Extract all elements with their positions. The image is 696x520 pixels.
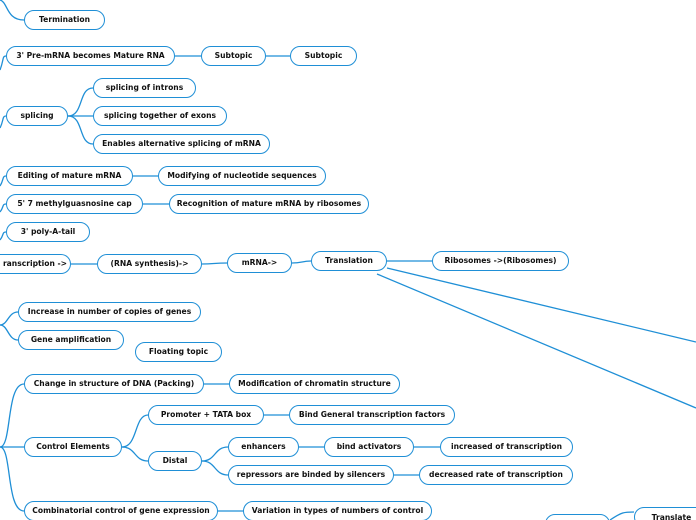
link-into-pre-mrna	[0, 55, 7, 71]
link-distal-enhancers	[201, 446, 229, 462]
node-alt-splicing[interactable]: Enables alternative splicing of mRNA	[93, 134, 270, 154]
link-translate-partial	[609, 511, 635, 520]
node-translate[interactable]: Translate	[634, 507, 696, 520]
node-translation[interactable]: Translation	[311, 251, 387, 271]
node-repressors[interactable]: repressors are binded by silencers	[228, 465, 394, 485]
node-control-elements[interactable]: Control Elements	[24, 437, 122, 457]
node-subtopic-1[interactable]: Subtopic	[201, 46, 266, 66]
link-rna-mrna	[201, 262, 228, 265]
link-splicing-introns	[67, 87, 94, 117]
link-translation-right-1	[386, 267, 696, 343]
link-into-editing	[0, 175, 7, 187]
node-mrna[interactable]: mRNA->	[227, 253, 292, 273]
node-recognition-ribosomes[interactable]: Recognition of mature mRNA by ribosomes	[169, 194, 369, 214]
node-modifying-nucleotide[interactable]: Modifying of nucleotide sequences	[158, 166, 326, 186]
node-general-tf[interactable]: Bind General transcription factors	[289, 405, 455, 425]
link-into-combinatorial	[0, 446, 25, 512]
node-enhancers[interactable]: enhancers	[228, 437, 299, 457]
link-into-amplification	[0, 324, 19, 341]
link-translation-right-2	[376, 273, 696, 409]
node-floating-topic[interactable]: Floating topic	[135, 342, 222, 362]
node-distal[interactable]: Distal	[148, 451, 202, 471]
link-into-polya	[0, 231, 7, 241]
link-into-packing	[0, 383, 25, 448]
node-partial-bottom[interactable]	[545, 514, 610, 520]
node-methylguanosine-cap[interactable]: 5' 7 methylguasnosine cap	[6, 194, 143, 214]
node-rna-synthesis[interactable]: (RNA synthesis)->	[97, 254, 202, 274]
node-increase-copies[interactable]: Increase in number of copies of genes	[18, 302, 201, 322]
node-transcription[interactable]: ranscription ->	[0, 254, 71, 274]
node-splicing[interactable]: splicing	[6, 106, 68, 126]
node-decreased-rate[interactable]: decreased rate of transcription	[419, 465, 573, 485]
node-chromatin[interactable]: Modification of chromatin structure	[229, 374, 400, 394]
link-into-termination	[0, 0, 25, 21]
link-splicing-alt	[67, 115, 94, 145]
node-pre-mrna-mature[interactable]: 3' Pre-mRNA becomes Mature RNA	[6, 46, 175, 66]
link-into-splicing	[0, 115, 7, 129]
node-gene-amplification[interactable]: Gene amplification	[18, 330, 124, 350]
node-bind-activators[interactable]: bind activators	[324, 437, 414, 457]
node-variation[interactable]: Variation in types of numbers of control	[243, 501, 432, 520]
node-combinatorial[interactable]: Combinatorial control of gene expression	[24, 501, 218, 520]
node-dna-packing[interactable]: Change in structure of DNA (Packing)	[24, 374, 204, 394]
node-promoter-tata[interactable]: Promoter + TATA box	[148, 405, 264, 425]
link-into-increase	[0, 311, 19, 326]
node-poly-a-tail[interactable]: 3' poly-A-tail	[6, 222, 90, 242]
node-splicing-introns[interactable]: splicing of introns	[93, 78, 196, 98]
link-mrna-translation	[291, 260, 312, 264]
link-control-distal	[121, 446, 149, 462]
link-into-cap	[0, 203, 7, 213]
node-splicing-exons[interactable]: splicing together of exons	[93, 106, 227, 126]
node-subtopic-2[interactable]: Subtopic	[290, 46, 357, 66]
node-ribosomes[interactable]: Ribosomes ->(Ribosomes)	[432, 251, 569, 271]
node-increased-transcription[interactable]: increased of transcription	[440, 437, 573, 457]
link-distal-repressors	[201, 460, 229, 476]
node-termination[interactable]: Termination	[24, 10, 105, 30]
link-control-promoter	[121, 414, 149, 448]
node-editing-mrna[interactable]: Editing of mature mRNA	[6, 166, 133, 186]
